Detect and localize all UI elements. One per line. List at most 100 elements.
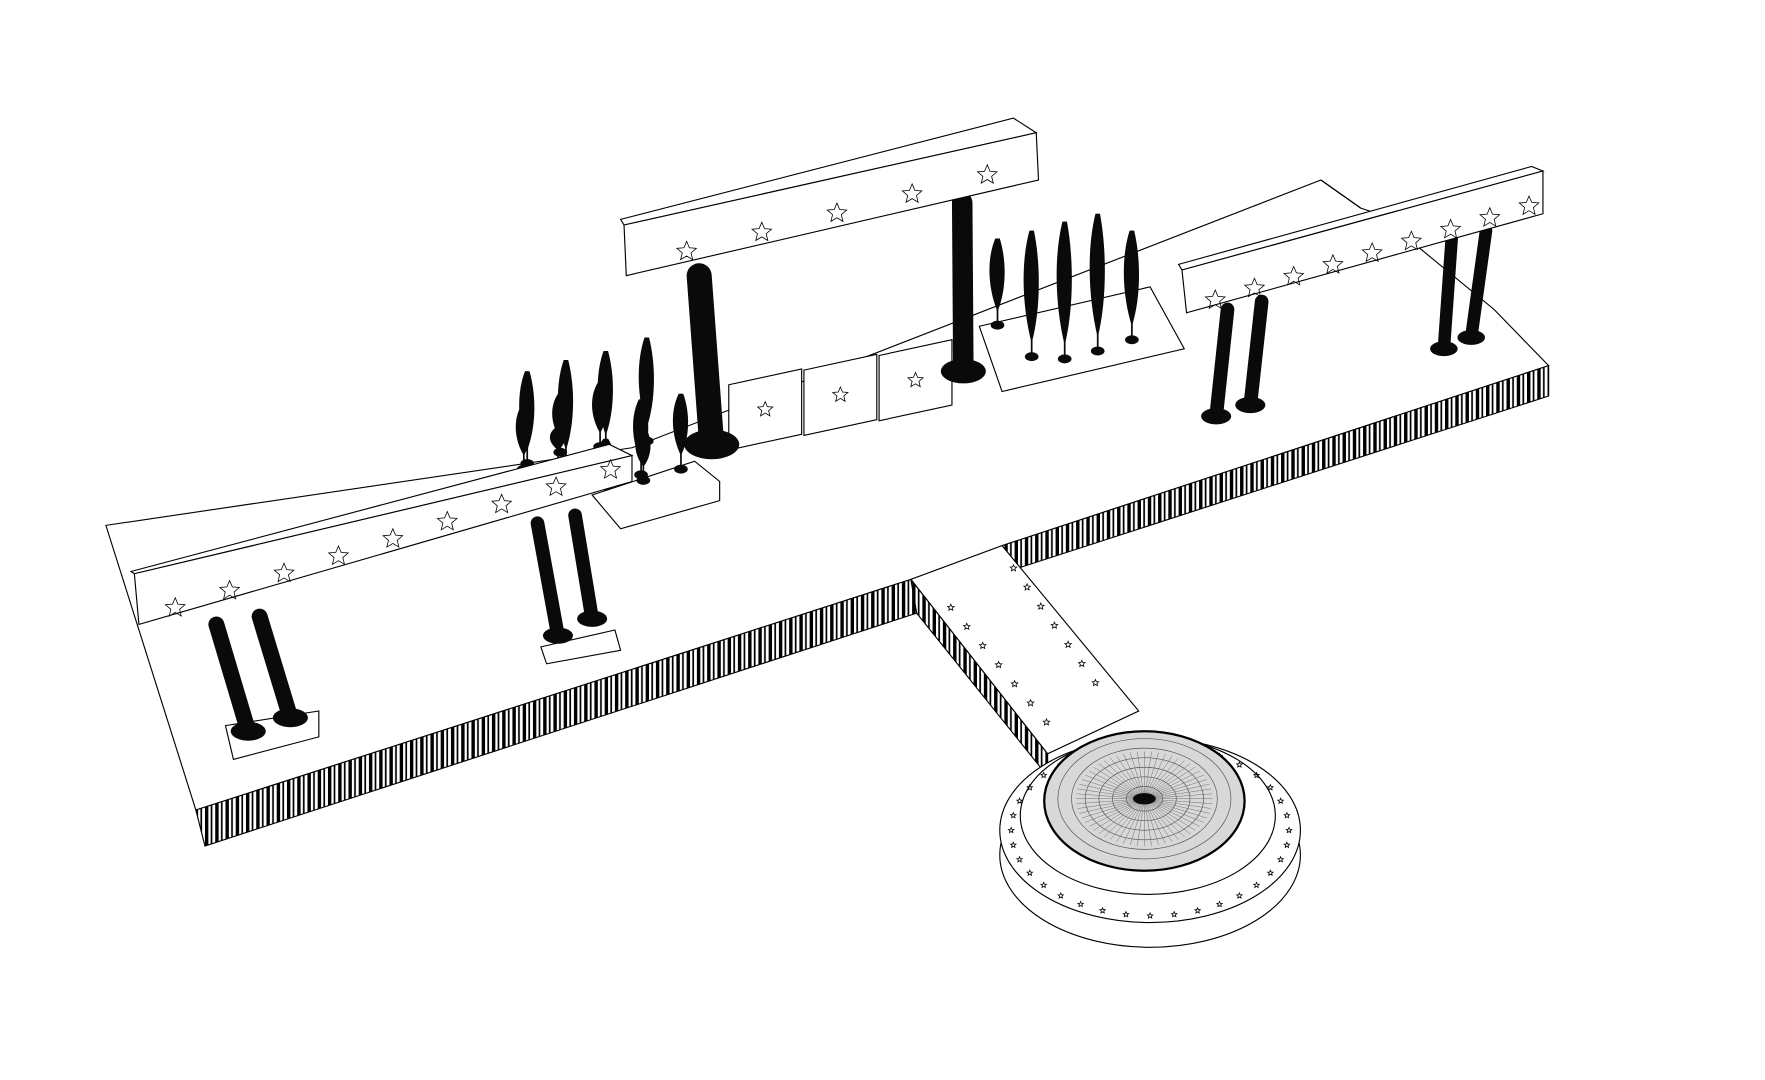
pillar-base xyxy=(577,610,608,627)
flag-left xyxy=(549,427,566,450)
round-stage-star xyxy=(1026,783,1034,791)
round-stage-spoke xyxy=(1144,798,1185,838)
round-stage-spoke xyxy=(1098,763,1145,799)
round-stage-star xyxy=(1252,771,1261,779)
pillar xyxy=(1437,230,1459,355)
round-stage-star xyxy=(1276,797,1285,805)
pillar-base xyxy=(272,708,308,728)
round-stage-spoke xyxy=(1129,798,1145,846)
flag-base xyxy=(1057,354,1072,364)
header-star xyxy=(751,221,773,242)
round-stage-spoke xyxy=(1144,763,1191,799)
round-stage-star xyxy=(1009,841,1017,849)
round-stage-spoke xyxy=(1104,798,1145,838)
round-stage-spoke xyxy=(1110,798,1145,840)
front-panels xyxy=(728,339,953,451)
pillar xyxy=(1464,224,1493,344)
header-star xyxy=(599,458,622,479)
round-stage-spoke xyxy=(1137,798,1145,846)
pillar xyxy=(208,616,257,740)
header-star xyxy=(1400,230,1423,251)
header-star xyxy=(1361,241,1383,263)
center-header-front xyxy=(623,132,1040,277)
front-panel xyxy=(803,353,878,437)
header-star xyxy=(1243,277,1266,298)
flag-right xyxy=(989,238,1005,312)
round-stage-star xyxy=(1170,910,1178,918)
round-stage-spoke xyxy=(1144,760,1185,799)
round-stage-spoke xyxy=(1085,798,1145,823)
flag-base xyxy=(990,320,1005,330)
round-stage-star xyxy=(1122,910,1130,918)
round-stage-spoke xyxy=(1123,798,1145,844)
header-star xyxy=(1322,253,1344,274)
round-stage-spoke xyxy=(1081,779,1145,799)
pillar xyxy=(1243,294,1269,412)
round-stage-spoke xyxy=(1093,798,1145,831)
header-star xyxy=(901,182,923,204)
runway-star xyxy=(1091,678,1100,687)
platform-back-edge xyxy=(1320,179,1362,209)
round-stage-spoke xyxy=(1085,774,1145,799)
round-stage-star xyxy=(1015,797,1024,805)
header-star xyxy=(1479,206,1501,227)
runway-star xyxy=(994,660,1003,669)
round-stage-ring-line xyxy=(1071,747,1218,850)
round-stage-spoke xyxy=(1077,788,1145,799)
runway-star xyxy=(1009,563,1018,572)
round-stage-ring-line xyxy=(1057,738,1232,860)
round-stage-star xyxy=(1015,855,1024,863)
flag-base xyxy=(636,475,651,485)
pillar-base xyxy=(1201,408,1232,425)
flag-right xyxy=(1023,230,1039,344)
main-platform xyxy=(105,179,1550,847)
round-stage-star xyxy=(1235,891,1244,899)
round-stage-spoke xyxy=(1144,798,1207,819)
pillar-center xyxy=(686,263,725,457)
round-stage-spoke xyxy=(1144,770,1200,799)
pillar-base xyxy=(684,429,740,460)
flag-base xyxy=(1090,346,1105,356)
round-stage-star xyxy=(1057,891,1065,899)
flag-right xyxy=(1089,213,1105,338)
round-stage-spoke xyxy=(1077,798,1145,809)
flag-right xyxy=(1123,230,1140,327)
left-header-front xyxy=(133,454,633,626)
round-stage-star xyxy=(1098,906,1107,914)
round-stage-spoke xyxy=(1089,770,1145,799)
round-stage-star xyxy=(1146,911,1154,919)
pillar-base xyxy=(1430,341,1458,357)
header-star xyxy=(1439,218,1462,239)
header-star xyxy=(164,596,186,617)
front-panel xyxy=(878,339,953,422)
round-stage-spoke xyxy=(1144,753,1166,799)
round-stage-center xyxy=(1133,793,1156,805)
round-stage-spoke xyxy=(1144,752,1159,799)
round-stage-spoke xyxy=(1098,798,1145,835)
flag-left xyxy=(635,427,651,467)
pillar xyxy=(1209,302,1235,423)
header-star xyxy=(327,544,350,566)
flag-right xyxy=(1056,221,1072,346)
round-stage-spoke xyxy=(1144,798,1173,843)
pillar-plinth xyxy=(540,629,622,665)
round-stage-spoke xyxy=(1144,798,1191,835)
runway-star xyxy=(1050,621,1059,630)
round-stage-star xyxy=(1215,900,1224,908)
round-stage-spoke xyxy=(1144,793,1213,799)
round-stage-spoke xyxy=(1144,751,1152,799)
flag-base xyxy=(674,464,688,474)
runway-star xyxy=(1042,717,1051,726)
round-stage-star xyxy=(1235,760,1244,768)
round-stage-spoke xyxy=(1079,798,1145,814)
pillar-base xyxy=(940,359,986,384)
runway-star xyxy=(1063,640,1073,649)
flag-left xyxy=(592,382,608,434)
round-stage-spoke xyxy=(1076,798,1145,804)
front-panel xyxy=(728,368,803,451)
round-stage-spoke xyxy=(1116,755,1145,799)
runway-star xyxy=(1077,659,1087,668)
round-stage-spoke xyxy=(1081,798,1145,819)
round-stage-spoke xyxy=(1144,798,1213,804)
